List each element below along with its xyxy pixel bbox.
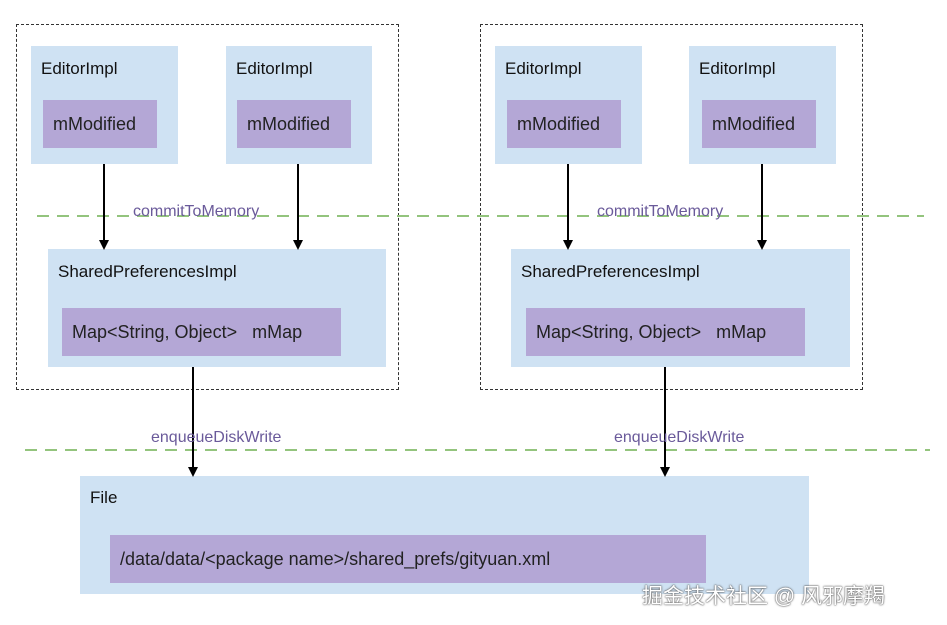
editor-impl-title: EditorImpl [236, 59, 313, 78]
modified-field: mModified [507, 100, 621, 148]
modified-field: mModified [43, 100, 157, 148]
shared-preferences-impl-title: SharedPreferencesImpl [521, 262, 700, 281]
editor-impl-box-3: EditorImpl mModified [495, 46, 642, 164]
map-field: Map<String, Object> mMap [526, 308, 805, 356]
shared-preferences-impl-box-2: SharedPreferencesImpl Map<String, Object… [511, 249, 850, 367]
editor-impl-title: EditorImpl [41, 59, 118, 78]
modified-field: mModified [702, 100, 816, 148]
process-container-2 [480, 24, 863, 390]
modified-field: mModified [237, 100, 351, 148]
editor-impl-box-2: EditorImpl mModified [226, 46, 372, 164]
editor-impl-box-1: EditorImpl mModified [31, 46, 178, 164]
process-container-1 [16, 24, 399, 390]
commit-to-memory-label-2: commitToMemory [597, 203, 724, 220]
shared-preferences-impl-box-1: SharedPreferencesImpl Map<String, Object… [48, 249, 386, 367]
editor-impl-title: EditorImpl [505, 59, 582, 78]
editor-impl-box-4: EditorImpl mModified [689, 46, 836, 164]
map-field: Map<String, Object> mMap [62, 308, 341, 356]
file-title: File [90, 488, 118, 507]
watermark-text: 掘金技术社区 @ 风邪摩羯 [642, 585, 885, 608]
file-box: File /data/data/<package name>/shared_pr… [80, 476, 809, 594]
shared-preferences-impl-title: SharedPreferencesImpl [58, 262, 237, 281]
editor-impl-title: EditorImpl [699, 59, 776, 78]
commit-to-memory-label-1: commitToMemory [133, 203, 260, 220]
file-path-field: /data/data/<package name>/shared_prefs/g… [110, 535, 706, 583]
enqueue-disk-write-label-2: enqueueDiskWrite [614, 429, 745, 446]
enqueue-disk-write-label-1: enqueueDiskWrite [151, 429, 282, 446]
